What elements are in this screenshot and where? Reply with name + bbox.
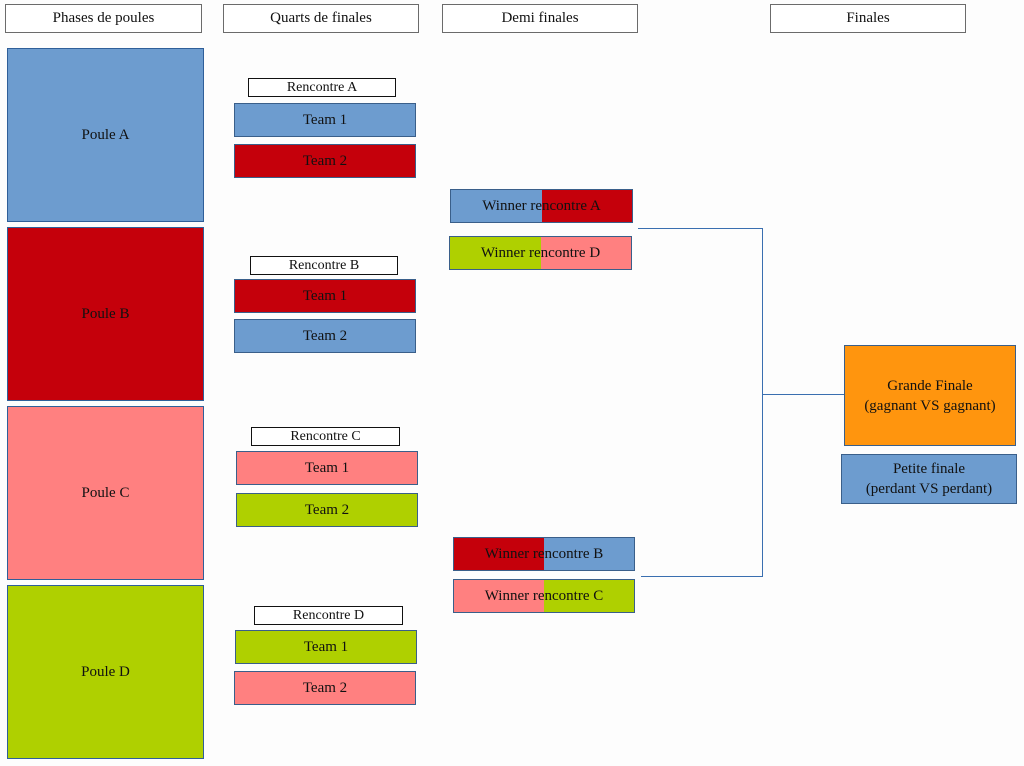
semi-winner-a-label: Winner rencontre A xyxy=(482,197,601,214)
semi-winner-a-left xyxy=(451,190,542,222)
grand-final: Grande Finale (gagnant VS gagnant) xyxy=(844,345,1016,446)
connector-bottom-horizontal xyxy=(641,576,763,577)
column-header-semis: Demi finales xyxy=(442,4,638,33)
column-header-semis-label: Demi finales xyxy=(501,10,579,26)
pool-b-label: Poule B xyxy=(81,305,130,322)
match-c-team-2-label: Team 2 xyxy=(304,501,350,518)
semi-winner-a: Winner rencontre A xyxy=(450,189,633,223)
semi-winner-c-right xyxy=(544,580,634,612)
connector-vertical xyxy=(762,228,763,577)
pool-d-label: Poule D xyxy=(81,663,130,680)
match-b-team-2-label: Team 2 xyxy=(302,327,348,344)
column-header-quarters: Quarts de finales xyxy=(223,4,419,33)
pool-a: Poule A xyxy=(7,48,204,222)
match-a-team-1-label: Team 1 xyxy=(302,111,348,128)
match-c-title: Rencontre C xyxy=(290,428,361,444)
semi-winner-c-left xyxy=(454,580,544,612)
grand-final-title: Grande Finale xyxy=(887,377,973,394)
match-d-label: Rencontre D xyxy=(254,606,403,625)
match-d-title: Rencontre D xyxy=(292,607,365,623)
column-header-pools: Phases de poules xyxy=(5,4,202,33)
small-final-title: Petite finale xyxy=(892,461,966,477)
match-d-team-2-label: Team 2 xyxy=(302,679,348,696)
column-header-quarters-label: Quarts de finales xyxy=(270,10,372,26)
match-d-team-1-label: Team 1 xyxy=(303,638,349,655)
small-final: Petite finale (perdant VS perdant) xyxy=(841,454,1017,504)
column-header-finals: Finales xyxy=(770,4,966,33)
pool-c: Poule C xyxy=(7,406,204,580)
match-b-team-1-label: Team 1 xyxy=(302,287,348,304)
column-header-finals-label: Finales xyxy=(846,10,890,26)
pool-a-label: Poule A xyxy=(81,126,130,143)
semi-winner-c: Winner rencontre C xyxy=(453,579,635,613)
match-b-title: Rencontre B xyxy=(288,257,360,273)
match-c-team-1: Team 1 xyxy=(236,451,418,485)
match-c-team-1-label: Team 1 xyxy=(304,459,350,476)
match-c-team-2: Team 2 xyxy=(236,493,418,527)
semi-winner-a-right xyxy=(541,190,632,222)
match-a-team-2-label: Team 2 xyxy=(302,152,348,169)
match-d-team-2: Team 2 xyxy=(234,671,416,705)
connector-top-horizontal xyxy=(638,228,763,229)
semi-winner-c-label: Winner rencontre C xyxy=(484,587,604,604)
match-c-label: Rencontre C xyxy=(251,427,400,446)
pool-c-label: Poule C xyxy=(81,484,130,501)
small-final-subtitle: (perdant VS perdant) xyxy=(865,481,993,497)
match-b-team-1: Team 1 xyxy=(234,279,416,313)
semi-winner-d-left xyxy=(450,237,541,269)
connector-to-final xyxy=(763,394,845,395)
match-b-label: Rencontre B xyxy=(250,256,398,275)
semi-winner-d-right xyxy=(540,237,631,269)
semi-winner-b: Winner rencontre B xyxy=(453,537,635,571)
semi-winner-b-right xyxy=(544,538,634,570)
match-a-title: Rencontre A xyxy=(286,79,358,95)
match-a-team-1: Team 1 xyxy=(234,103,416,137)
column-header-pools-label: Phases de poules xyxy=(52,10,155,26)
grand-final-subtitle: (gagnant VS gagnant) xyxy=(864,397,996,414)
semi-winner-b-left xyxy=(454,538,544,570)
semi-winner-d: Winner rencontre D xyxy=(449,236,632,270)
match-a-team-2: Team 2 xyxy=(234,144,416,178)
match-b-team-2: Team 2 xyxy=(234,319,416,353)
pool-b: Poule B xyxy=(7,227,204,401)
pool-d: Poule D xyxy=(7,585,204,759)
semi-winner-b-label: Winner rencontre B xyxy=(484,545,604,562)
match-d-team-1: Team 1 xyxy=(235,630,417,664)
match-a-label: Rencontre A xyxy=(248,78,396,97)
semi-winner-d-label: Winner rencontre D xyxy=(480,244,601,261)
